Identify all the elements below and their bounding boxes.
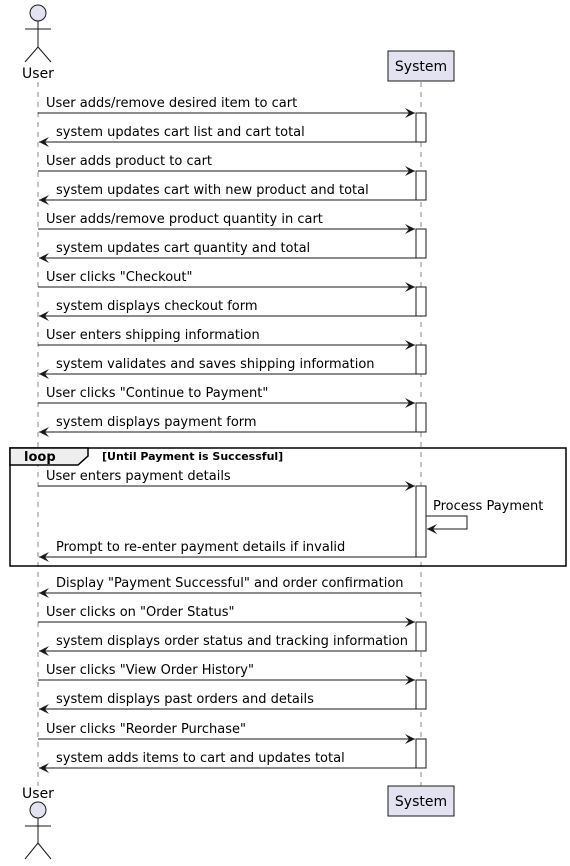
message-14: Prompt to re-enter payment details if in…: [39, 540, 416, 562]
message-1: system updates cart list and cart total: [39, 125, 416, 147]
activation-bar: [415, 170, 427, 201]
message-6: User clicks "Checkout": [38, 270, 415, 292]
message-20: User clicks "Reorder Purchase": [38, 722, 415, 744]
user-actor-top-label: User: [22, 66, 54, 82]
message-label: User adds/remove product quantity in car…: [46, 212, 323, 227]
message-7: system displays checkout form: [39, 299, 416, 321]
message-label: User clicks "View Order History": [46, 663, 254, 678]
message-label: system updates cart with new product and…: [56, 183, 369, 198]
system-participant-top-label: System: [395, 59, 447, 75]
user-actor-bottom: [24, 801, 52, 860]
activation-bar: [415, 228, 427, 259]
message-label: User enters payment details: [46, 469, 231, 484]
activation-bar: [415, 485, 427, 558]
message-13-self: Process Payment: [426, 499, 543, 534]
message-label: system validates and saves shipping info…: [56, 357, 375, 372]
activation-bars: [415, 112, 427, 769]
loop-fragment-tab: [9, 447, 89, 466]
message-9: system validates and saves shipping info…: [39, 357, 416, 379]
self-message-arrow: [426, 515, 468, 534]
message-10: User clicks "Continue to Payment": [38, 386, 415, 408]
message-label: system updates cart list and cart total: [56, 125, 305, 140]
message-label: User enters shipping information: [46, 328, 260, 343]
message-12: User enters payment details: [38, 469, 415, 491]
user-actor-head-icon: [29, 801, 47, 819]
message-4: User adds/remove product quantity in car…: [38, 212, 415, 234]
loop-condition: [Until Payment is Successful]: [102, 450, 283, 463]
message-label: system displays payment form: [56, 415, 257, 430]
message-label: User clicks "Reorder Purchase": [46, 722, 246, 737]
message-label: User clicks on "Order Status": [46, 605, 235, 620]
message-2: User adds product to cart: [38, 154, 415, 176]
activation-bar: [415, 402, 427, 433]
system-participant-top-box: [387, 50, 455, 82]
user-actor-top: [24, 4, 52, 63]
activation-bar: [415, 621, 427, 652]
message-label: User adds product to cart: [46, 154, 212, 169]
message-label: system displays order status and trackin…: [56, 634, 408, 649]
message-label: system adds items to cart and updates to…: [56, 751, 345, 766]
message-8: User enters shipping information: [38, 328, 415, 350]
message-3: system updates cart with new product and…: [39, 183, 416, 205]
message-label: Display "Payment Successful" and order c…: [56, 576, 404, 591]
message-label: User adds/remove desired item to cart: [46, 96, 297, 111]
system-participant-bottom-label: System: [395, 794, 447, 810]
message-5: system updates cart quantity and total: [39, 241, 416, 263]
activation-bar: [415, 286, 427, 317]
activation-bar: [415, 679, 427, 710]
message-label: system displays past orders and details: [56, 692, 314, 707]
message-label: system displays checkout form: [56, 299, 258, 314]
message-21: system adds items to cart and updates to…: [39, 751, 416, 773]
message-17: system displays order status and trackin…: [39, 634, 416, 656]
message-0: User adds/remove desired item to cart: [38, 96, 415, 118]
message-label: system updates cart quantity and total: [56, 241, 310, 256]
activation-bar: [415, 112, 427, 143]
message-label: Process Payment: [433, 499, 543, 514]
message-label: Prompt to re-enter payment details if in…: [56, 540, 345, 555]
message-18: User clicks "View Order History": [38, 663, 415, 685]
loop-fragment: [9, 447, 567, 567]
activation-bar: [415, 738, 427, 769]
user-actor-head-icon: [29, 4, 47, 22]
message-16: User clicks on "Order Status": [38, 605, 415, 627]
message-15: Display "Payment Successful" and order c…: [39, 576, 421, 598]
activation-bar: [415, 344, 427, 375]
user-actor-bottom-label: User: [22, 786, 54, 802]
loop-keyword: loop: [24, 450, 56, 465]
message-label: User clicks "Checkout": [46, 270, 193, 285]
message-11: system displays payment form: [39, 415, 416, 437]
message-19: system displays past orders and details: [39, 692, 416, 714]
system-participant-bottom-box: [387, 785, 455, 817]
message-label: User clicks "Continue to Payment": [46, 386, 268, 401]
